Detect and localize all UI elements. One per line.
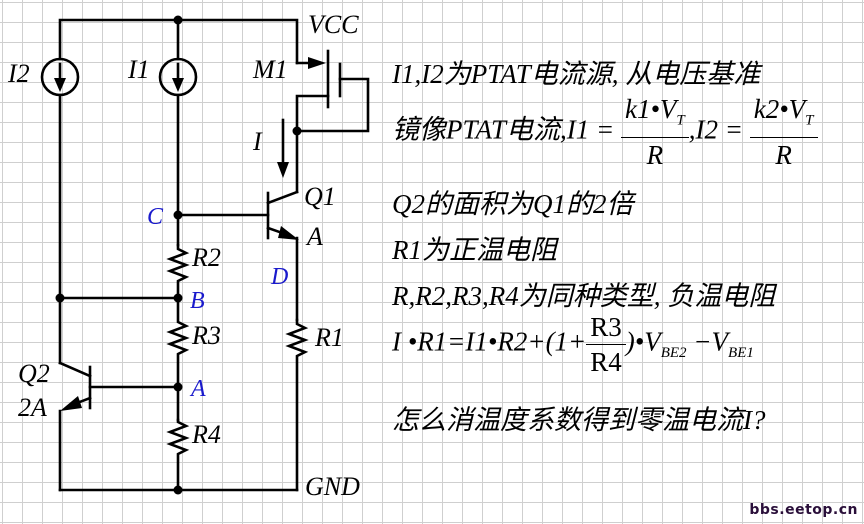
vbe1-subscript: BE1 bbox=[728, 345, 754, 362]
gnd-label: GND bbox=[305, 472, 360, 501]
q1-label: Q1 bbox=[304, 182, 336, 211]
arrow-emitter-icon bbox=[60, 396, 82, 411]
junction-dot-top bbox=[173, 15, 183, 25]
i1-label: I1 bbox=[127, 55, 150, 84]
fraction-i2-denominator: R bbox=[775, 140, 792, 171]
fraction-i1-numerator: k1•V bbox=[624, 94, 677, 124]
node-b-label: B bbox=[190, 288, 205, 314]
current-i-label: I bbox=[252, 127, 263, 156]
current-source-i1 bbox=[158, 57, 198, 247]
resistor-r2 bbox=[166, 243, 190, 300]
junction-dot-gnd bbox=[173, 485, 183, 495]
r3-label: R3 bbox=[191, 321, 221, 350]
resistor-r1 bbox=[285, 318, 309, 492]
transistor-m1 bbox=[292, 49, 370, 194]
r1-label: R1 bbox=[314, 323, 344, 352]
fraction-r4-denominator: R4 bbox=[590, 347, 622, 377]
resistor-r4 bbox=[166, 418, 190, 492]
vcc-label: VCC bbox=[308, 10, 359, 39]
node-c-label: C bbox=[147, 204, 164, 230]
fraction-i1-denominator: R bbox=[646, 140, 664, 171]
r4-label: R4 bbox=[191, 420, 221, 449]
vbe2-subscript: BE2 bbox=[660, 345, 687, 362]
arrow-right-icon bbox=[308, 57, 326, 69]
node-a-label: A bbox=[189, 376, 206, 402]
fraction-i2-subscript: T bbox=[805, 112, 814, 129]
junction-dot-b bbox=[173, 293, 183, 303]
note-q2-area: Q2的面积为Q1的2倍 bbox=[392, 189, 634, 219]
junction-dot-a bbox=[173, 382, 183, 392]
watermark: bbs.eetop.cn bbox=[749, 502, 858, 518]
eq-prefix: 镜像PTAT电流,I1 = bbox=[392, 114, 621, 145]
current-arrow-i bbox=[277, 118, 289, 178]
gnd-rail bbox=[58, 485, 299, 495]
resistor-r3 bbox=[166, 296, 190, 422]
q2-label: Q2 bbox=[18, 359, 50, 388]
fraction-r3-numerator: R3 bbox=[586, 310, 626, 345]
node-d-label: D bbox=[270, 264, 288, 290]
loop-eq-mid: )•V bbox=[625, 326, 661, 357]
arrow-emitter-icon bbox=[278, 226, 299, 240]
m1-label: M1 bbox=[252, 55, 288, 84]
arrow-down-icon bbox=[172, 78, 184, 92]
r2-label: R2 bbox=[191, 243, 221, 272]
loop-eq-prefix: I •R1=I1•R2+(1+ bbox=[392, 326, 587, 357]
transistor-q2 bbox=[58, 361, 180, 492]
arrow-down-icon bbox=[277, 162, 289, 178]
a-emitter-label: A bbox=[305, 222, 323, 251]
transistor-q1 bbox=[176, 190, 299, 322]
fraction-i1-subscript: T bbox=[676, 112, 685, 129]
loop-eq-minus: −V bbox=[686, 326, 729, 357]
junction-dot-m1-drain bbox=[292, 126, 302, 136]
fraction-i2-numerator: k2•V bbox=[753, 94, 806, 124]
current-source-i2 bbox=[40, 57, 80, 365]
junction-dot-left-b bbox=[55, 293, 65, 303]
note-ptat-sources: I1,I2为PTAT电流源, 从电压基准 bbox=[392, 59, 761, 89]
junction-dot-c bbox=[173, 210, 183, 220]
vcc-rail bbox=[58, 15, 299, 65]
i2-label: I2 bbox=[7, 59, 30, 88]
q2-area-label: 2A bbox=[18, 393, 47, 422]
eq-mid: ,I2 = bbox=[688, 114, 750, 145]
note-question: 怎么消温度系数得到零温电流I? bbox=[392, 405, 766, 435]
arrow-down-icon bbox=[54, 78, 66, 92]
note-r1-type: R1为正温电阻 bbox=[392, 235, 557, 265]
note-resistor-types: R,R2,R3,R4为同种类型, 负温电阻 bbox=[392, 281, 776, 311]
